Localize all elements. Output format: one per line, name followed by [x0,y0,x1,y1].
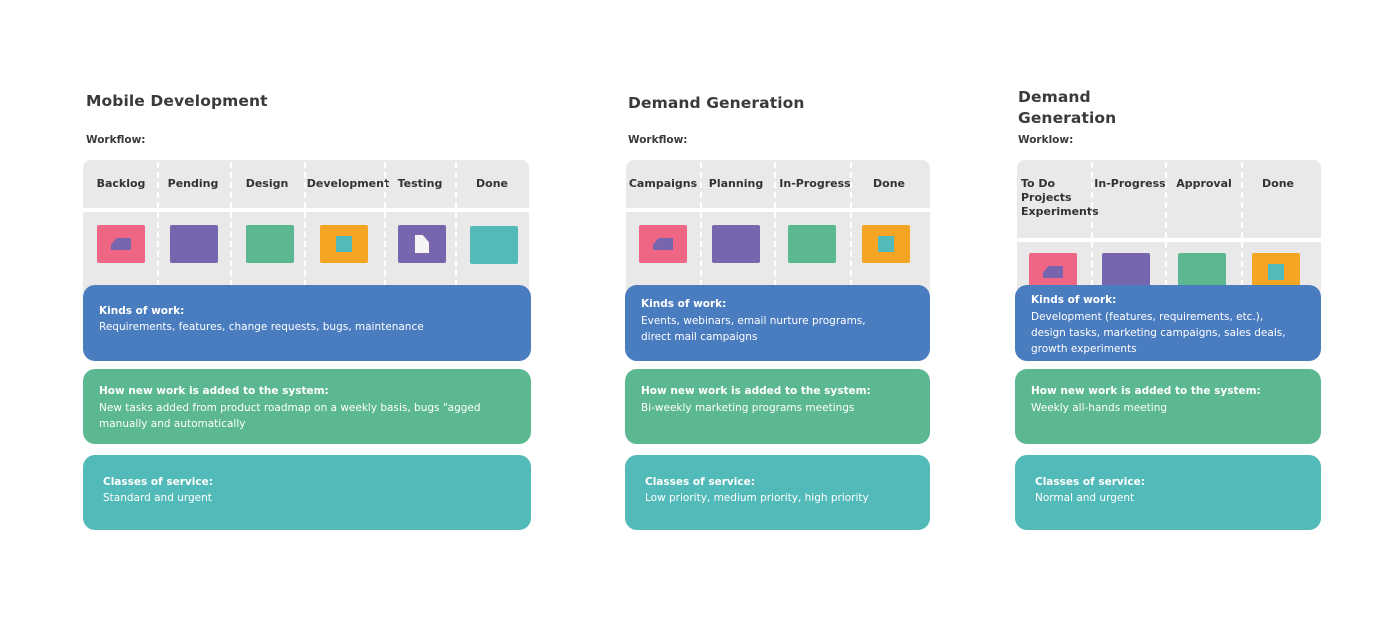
new-work-text: New tasks added from product roadmap on … [99,402,481,430]
trapezoid-icon [653,238,673,250]
new-work-box: How new work is added to the system: Bi-… [625,369,930,444]
column-label-backlog: Backlog [96,177,146,190]
column-divider [850,212,852,286]
board-header: To Do Projects Experiments In-Progress A… [1017,160,1321,238]
task-card[interactable] [1252,253,1300,291]
column-divider [384,212,386,286]
column-label-design: Design [245,177,289,190]
kinds-of-work-box: Kinds of work: Requirements, features, c… [83,285,531,361]
column-divider [304,212,306,286]
classes-of-service-text: Standard and urgent [103,492,212,504]
column-divider [850,162,852,208]
column-divider [1165,162,1167,238]
task-card[interactable] [712,225,760,263]
task-card[interactable] [246,225,294,263]
document-icon [415,235,429,253]
panel-title: Mobile Development [86,92,268,110]
trapezoid-icon [1043,266,1063,278]
column-label-todo: To Do Projects Experiments [1021,177,1099,218]
new-work-box: How new work is added to the system: New… [83,369,531,444]
column-divider [455,212,457,286]
column-label-pending: Pending [167,177,219,190]
task-card[interactable] [788,225,836,263]
column-label-in-progress: In-Progress [779,177,851,190]
task-card[interactable] [1178,253,1226,291]
task-card[interactable] [470,226,518,264]
task-card[interactable] [97,225,145,263]
task-card[interactable] [862,225,910,263]
classes-of-service-text: Low priority, medium priority, high prio… [645,492,869,504]
classes-of-service-box: Classes of service: Low priority, medium… [625,455,930,530]
column-divider [1091,242,1093,286]
column-divider [774,212,776,286]
board-body [626,212,930,292]
column-divider [700,162,702,208]
kinds-of-work-text: Development (features, requirements, etc… [1031,311,1286,355]
workflow-label: Workflow: [86,134,146,146]
column-divider [304,162,306,208]
new-work-title: How new work is added to the system: [1031,385,1261,397]
classes-of-service-box: Classes of service: Standard and urgent [83,455,531,530]
square-icon [336,236,352,252]
kinds-of-work-title: Kinds of work: [641,298,727,310]
column-label-done: Done [873,177,905,190]
board-header: Campaigns Planning In-Progress Done [626,160,930,208]
workflow-label: Worklow: [1018,134,1074,146]
classes-of-service-box: Classes of service: Normal and urgent [1015,455,1321,530]
column-label-done: Done [476,177,508,190]
task-card[interactable] [639,225,687,263]
workflow-label: Workflow: [628,134,688,146]
column-divider [157,162,159,208]
column-divider [455,162,457,208]
column-label-approval: Approval [1176,177,1232,190]
column-divider [230,162,232,208]
task-card[interactable] [1029,253,1077,291]
column-label-development: Development [306,177,390,190]
kinds-of-work-title: Kinds of work: [99,305,185,317]
kinds-of-work-title: Kinds of work: [1031,294,1117,306]
classes-of-service-title: Classes of service: [645,476,755,488]
new-work-title: How new work is added to the system: [99,385,329,397]
column-label-campaigns: Campaigns [628,177,698,190]
column-divider [157,212,159,286]
kinds-of-work-text: Requirements, features, change requests,… [99,321,424,333]
task-card[interactable] [1102,253,1150,291]
board-body [1017,242,1321,292]
new-work-box: How new work is added to the system: Wee… [1015,369,1321,444]
column-label-testing: Testing [397,177,443,190]
new-work-text: Bi-weekly marketing programs meetings [641,402,855,414]
panel-mobile-development: Mobile Development Workflow: Backlog Pen… [83,0,531,622]
classes-of-service-title: Classes of service: [103,476,213,488]
panel-demand-generation-2: Demand Generation Worklow: To Do Project… [1015,0,1321,622]
column-divider [700,212,702,286]
square-icon [878,236,894,252]
column-divider [1241,162,1243,238]
column-divider [384,162,386,208]
task-card[interactable] [398,225,446,263]
new-work-text: Weekly all-hands meeting [1031,402,1168,414]
kinds-of-work-box: Kinds of work: Development (features, re… [1015,285,1321,361]
panel-demand-generation: Demand Generation Workflow: Campaigns Pl… [625,0,930,622]
panel-title: Demand Generation [628,94,805,112]
board-body [83,212,529,292]
column-divider [1241,242,1243,286]
trapezoid-icon [111,238,131,250]
column-divider [774,162,776,208]
column-label-planning: Planning [708,177,764,190]
square-icon [1268,264,1284,280]
task-card[interactable] [320,225,368,263]
kinds-of-work-box: Kinds of work: Events, webinars, email n… [625,285,930,361]
task-card[interactable] [170,225,218,263]
column-divider [230,212,232,286]
classes-of-service-text: Normal and urgent [1035,492,1135,504]
column-label-in-progress: In-Progress [1094,177,1166,190]
column-label-done: Done [1262,177,1294,190]
kinds-of-work-text: Events, webinars, email nurture programs… [641,315,866,343]
board-header: Backlog Pending Design Development Testi… [83,160,529,208]
panel-title: Demand Generation [1018,88,1117,127]
classes-of-service-title: Classes of service: [1035,476,1145,488]
new-work-title: How new work is added to the system: [641,385,871,397]
column-divider [1091,162,1093,238]
column-divider [1165,242,1167,286]
